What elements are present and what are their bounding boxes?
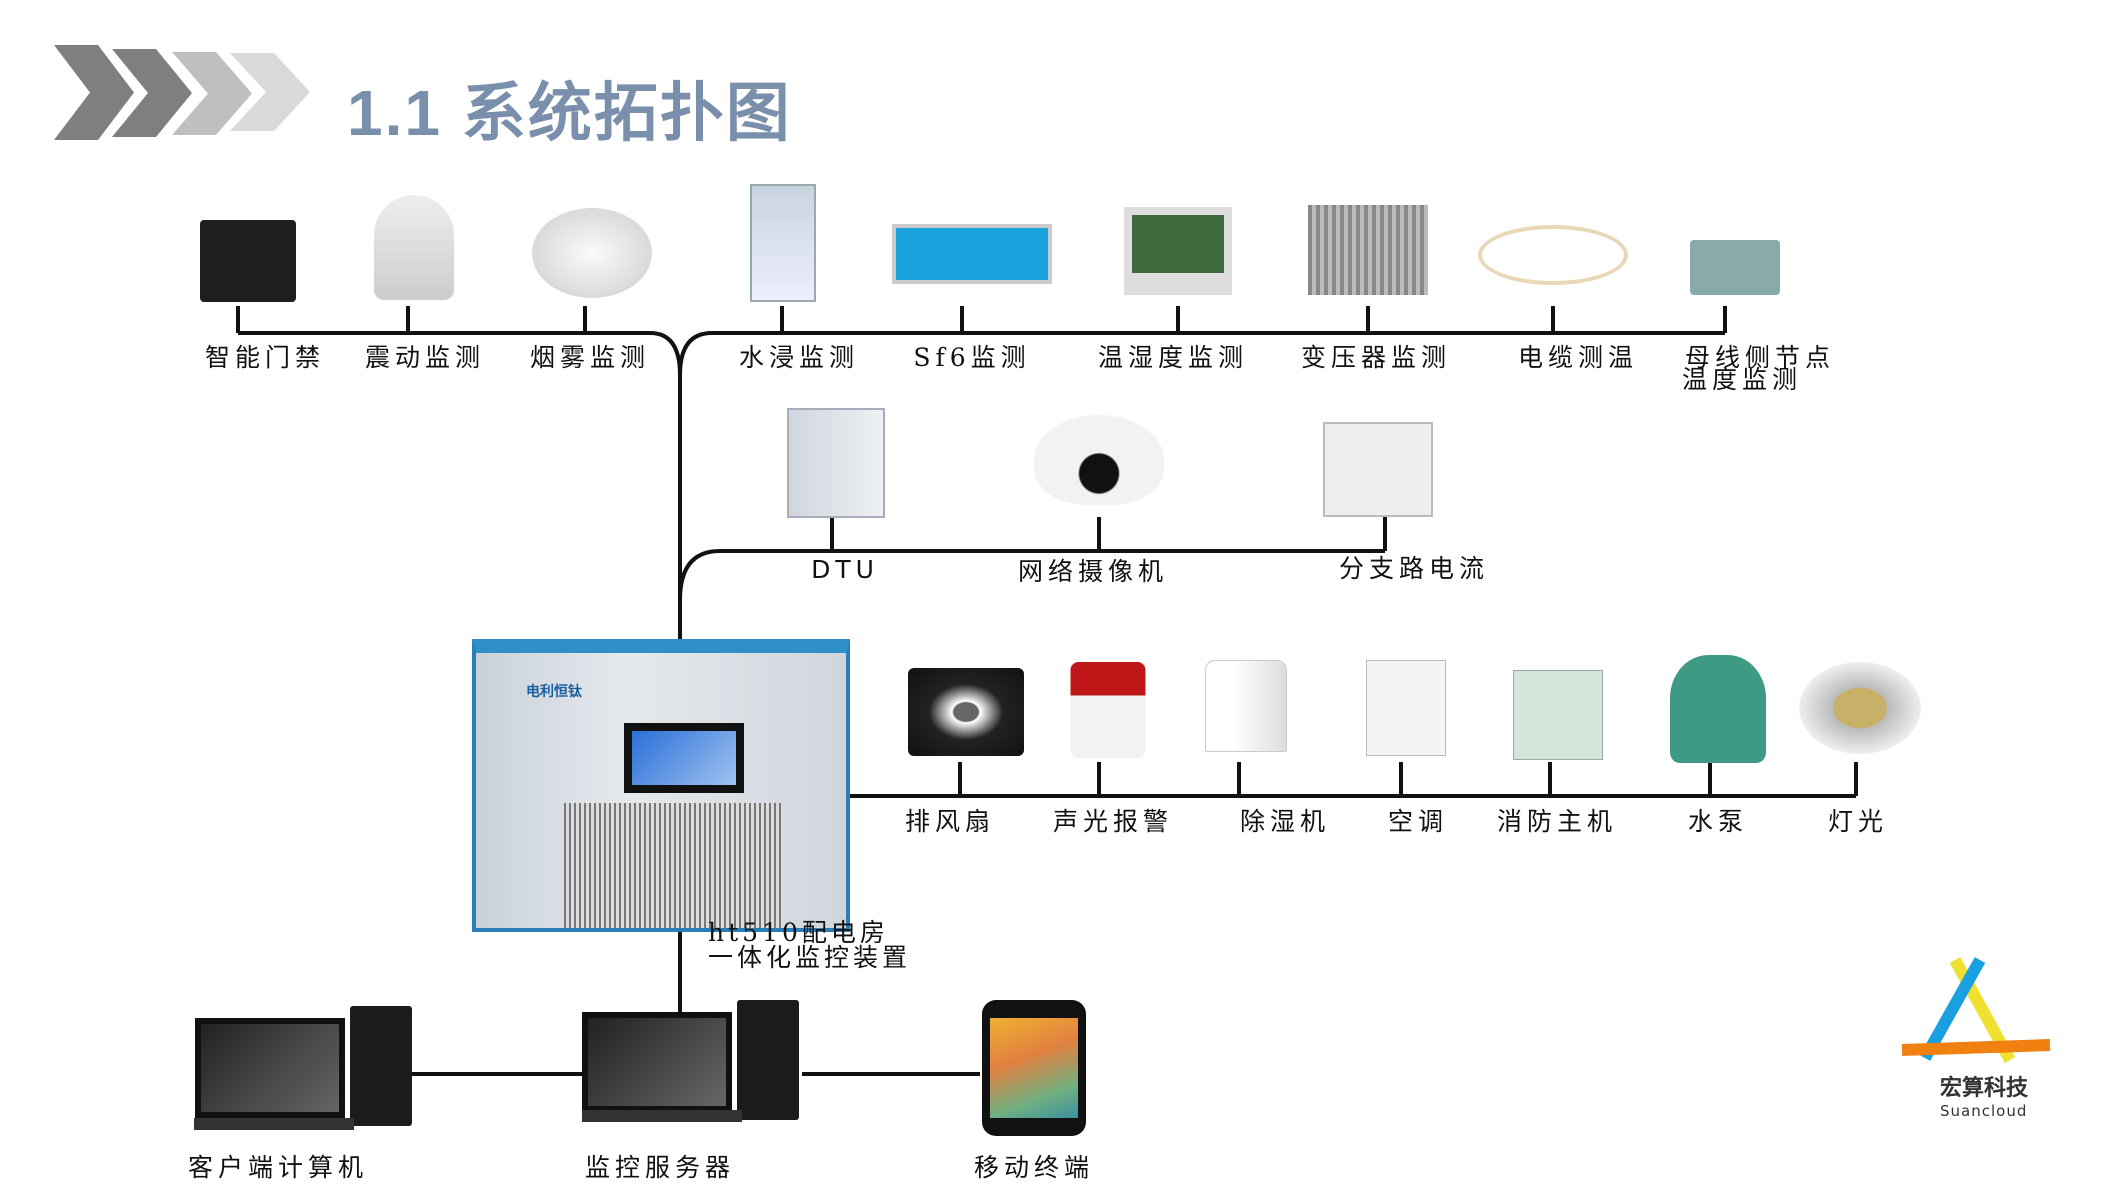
label-alarm: 声光报警 [1052, 807, 1174, 836]
access-control-device [200, 220, 296, 302]
label-branch-current: 分支路电流 [1338, 554, 1490, 583]
cabinet-label-line1: ht510配电房 [708, 918, 889, 947]
vibration-sensor [374, 195, 454, 300]
label-client: 客户端计算机 [188, 1153, 369, 1182]
label-access-control: 智能门禁 [204, 343, 326, 372]
label-light: 灯光 [1827, 807, 1889, 836]
label-dehumidifier: 除湿机 [1239, 807, 1331, 836]
label-sf6: Sf6监测 [913, 343, 1031, 372]
transformer [1308, 205, 1428, 295]
cabinet-label: ht510配电房 一体化监控装置 [708, 920, 911, 970]
mid-bus [678, 549, 1385, 601]
fire-control-host [1513, 670, 1603, 760]
logo-mark-icon [1901, 957, 2051, 1063]
label-ac: 空调 [1387, 807, 1449, 836]
label-server: 监控服务器 [585, 1153, 736, 1182]
logo-name: 宏算科技 [1940, 1076, 2029, 1101]
dehumidifier [1205, 660, 1287, 752]
logo-sub: Suancloud [1940, 1102, 2028, 1120]
air-conditioner [1366, 660, 1446, 756]
dtu-device [787, 408, 885, 518]
temp-humidity-meter [1124, 207, 1232, 295]
water-sensor [750, 184, 816, 302]
branch-current-meter [1323, 422, 1433, 517]
mobile-terminal [982, 1000, 1086, 1136]
smoke-detector [532, 208, 652, 298]
cabinet-brand: 电利恒钛 [526, 683, 582, 699]
water-pump [1670, 655, 1766, 763]
sound-light-alarm [1070, 662, 1146, 758]
cable-temp-sensor [1478, 225, 1628, 285]
label-cable-temp: 电缆测温 [1517, 343, 1639, 372]
label-temp-humidity: 温湿度监测 [1097, 343, 1249, 372]
suancloud-logo: 宏算科技 Suancloud [1900, 940, 2060, 1140]
label-busbar-2: 温度监测 [1681, 365, 1803, 394]
label-dtu: DTU [811, 555, 879, 584]
top-bus-right [678, 331, 1725, 376]
ip-camera [1034, 415, 1164, 505]
label-exhaust-fan: 排风扇 [904, 807, 996, 836]
light-fixture [1799, 662, 1921, 754]
label-busbar: 母线侧节点 [1684, 343, 1836, 372]
exhaust-fan [908, 668, 1024, 756]
page-title: 1.1 系统拓扑图 [347, 77, 792, 149]
busbar-temp-sensor [1690, 240, 1780, 295]
label-vibration: 震动监测 [364, 343, 486, 372]
label-fire-host: 消防主机 [1496, 807, 1618, 836]
label-mobile: 移动终端 [974, 1153, 1095, 1182]
sf6-monitor [892, 224, 1052, 284]
cabinet-touchscreen [624, 723, 744, 793]
cabinet-label-line2: 一体化监控装置 [708, 943, 912, 972]
label-water: 水浸监测 [738, 343, 860, 372]
cabinet-vent [564, 803, 782, 928]
label-camera: 网络摄像机 [1017, 557, 1169, 586]
label-smoke: 烟雾监测 [529, 343, 651, 372]
ht510-cabinet: 电利恒钛 [472, 639, 850, 932]
label-pump: 水泵 [1687, 807, 1749, 836]
label-transformer: 变压器监测 [1300, 343, 1452, 372]
